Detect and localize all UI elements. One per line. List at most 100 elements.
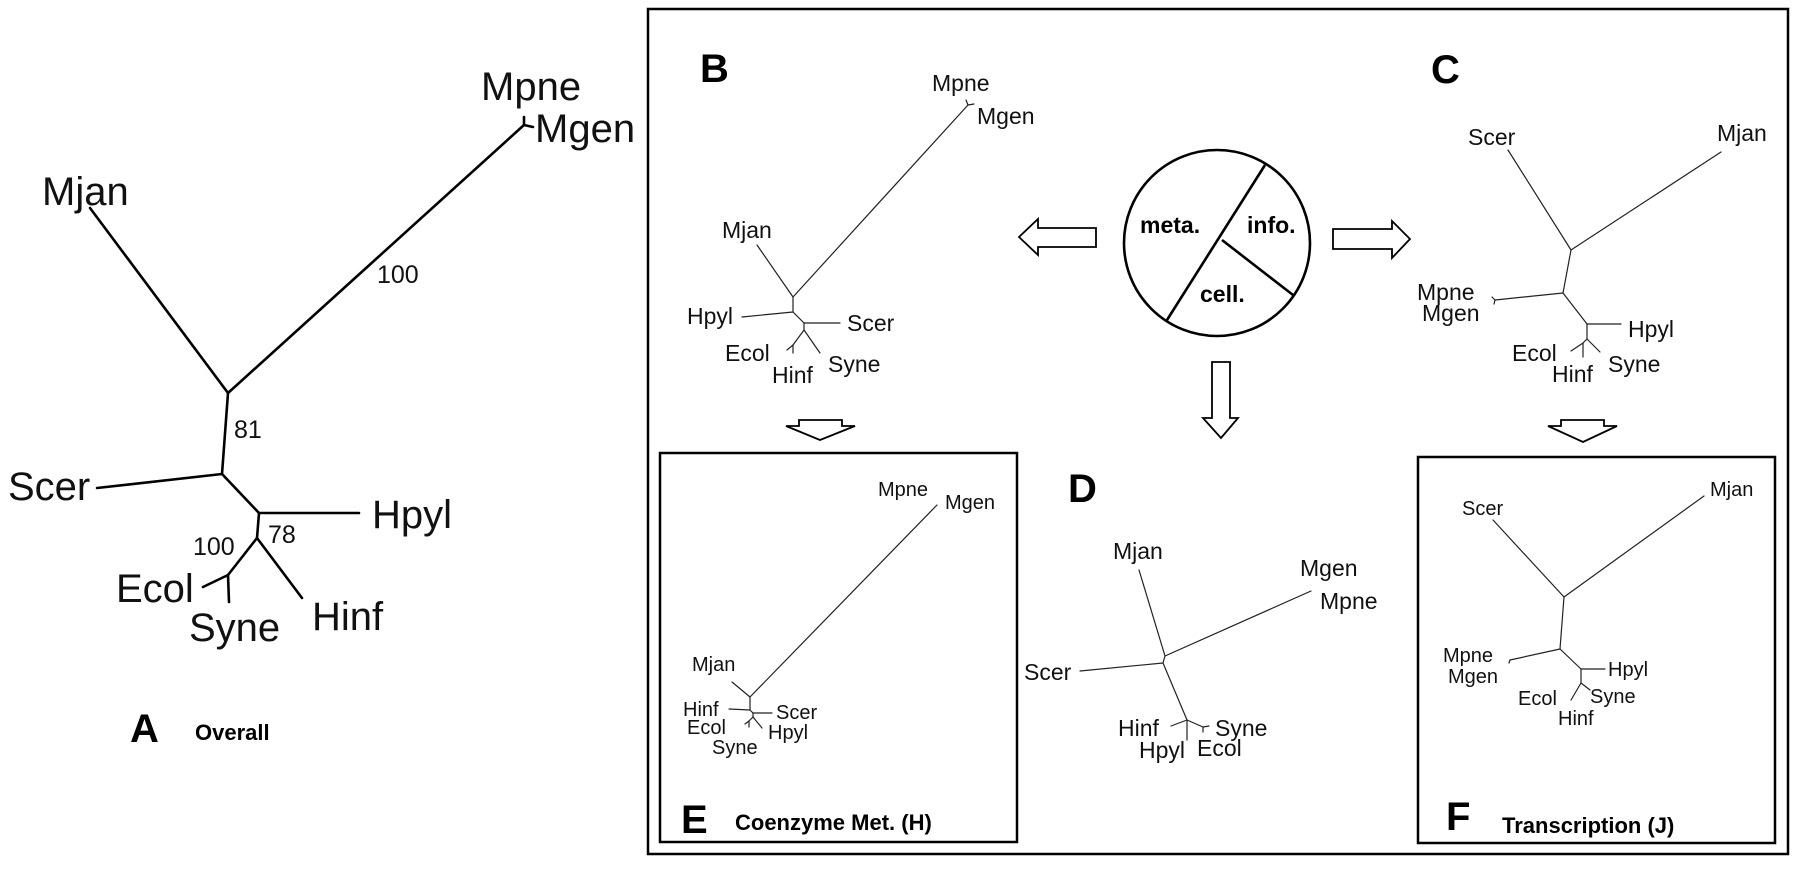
- branch-e-hpyl: [752, 716, 763, 729]
- functional-category-pie: meta. info. cell.: [1122, 148, 1312, 338]
- arrow-down-icon: [1547, 419, 1618, 443]
- taxon-label-mgen: Mgen: [1300, 555, 1358, 581]
- branch-c-mjan: [1570, 151, 1722, 251]
- taxon-label-ecol: Ecol: [1512, 340, 1557, 366]
- taxon-label-mgen: Mgen: [1448, 666, 1498, 688]
- taxon-label-syne: Syne: [1608, 351, 1660, 377]
- taxon-label-ecol: Ecol: [725, 340, 770, 366]
- panel-b-metabolism-tree: B Mpne Mgen Mjan Hpyl Scer Ecol Hinf Syn…: [687, 47, 1035, 388]
- panel-e-coenzyme-tree: Mpne Mgen Mjan Hinf Scer Ecol Hpyl Syne …: [658, 451, 1019, 844]
- taxon-label-mpne: Mpne: [878, 479, 928, 501]
- branch-b-mpne: [965, 99, 969, 106]
- branch-e-mycoplasma: [749, 504, 938, 698]
- panel-a-overall-tree: Mpne Mgen Mjan Scer Hpyl Ecol Syne Hinf …: [8, 65, 635, 751]
- pie-divider: [1221, 238, 1294, 297]
- taxon-label-mjan: Mjan: [42, 170, 129, 214]
- taxon-label-mjan: Mjan: [722, 217, 772, 243]
- branch-a-internal-100: [226, 536, 259, 577]
- branch-a-ecol: [201, 573, 230, 589]
- branch-d-scer: [1079, 662, 1164, 672]
- functional-category-frame: [646, 7, 1790, 856]
- taxon-label-hinf: Hinf: [683, 699, 719, 721]
- taxon-label-hinf: Hinf: [312, 595, 384, 639]
- taxon-label-hpyl: Hpyl: [687, 303, 733, 329]
- taxon-label-scer: Scer: [1468, 124, 1516, 150]
- panel-letter-b: B: [700, 47, 729, 91]
- taxon-label-hinf: Hinf: [1118, 715, 1160, 741]
- branch-a-hinf: [255, 536, 304, 600]
- branch-a-internal: [220, 472, 261, 515]
- branch-d-internal: [1162, 655, 1166, 664]
- branch-b-ecol: [786, 344, 794, 351]
- branch-f-ecol: [1570, 682, 1582, 701]
- panel-caption-a: Overall: [195, 720, 270, 745]
- taxon-label-syne: Syne: [712, 737, 758, 759]
- taxon-label-mjan: Mjan: [1113, 538, 1163, 564]
- branch-a-syne: [226, 573, 231, 604]
- panel-f-transcription-tree: Scer Mjan Mpne Mgen Hpyl Syne Ecol Hinf …: [1416, 455, 1777, 845]
- branch-c-internal: [1562, 292, 1588, 325]
- taxon-label-ecol: Ecol: [1518, 688, 1557, 710]
- taxon-label-mgen: Mgen: [535, 107, 635, 151]
- pie-segment-cellular: cell.: [1200, 281, 1245, 307]
- branch-b-internal: [792, 329, 805, 346]
- panel-letter-d: D: [1068, 467, 1097, 511]
- taxon-label-mpne: Mpne: [1417, 279, 1475, 305]
- taxon-label-hinf: Hinf: [1558, 708, 1594, 730]
- taxon-label-hpyl: Hpyl: [372, 493, 452, 537]
- taxon-label-syne: Syne: [1215, 715, 1267, 741]
- panel-letter-a: A: [130, 707, 159, 751]
- taxon-label-mpne: Mpne: [932, 70, 990, 96]
- taxon-label-mgen: Mgen: [945, 492, 995, 514]
- branch-f-internal: [1559, 648, 1582, 670]
- branch-f-internal: [1559, 596, 1565, 650]
- branch-e-hinf: [728, 708, 751, 711]
- taxon-label-hpyl: Hpyl: [768, 722, 808, 744]
- branch-c-mpne: [1491, 296, 1496, 301]
- branch-c-ecol: [1570, 342, 1584, 352]
- branch-b-syne: [803, 329, 821, 354]
- pie-divider: [1165, 164, 1267, 321]
- taxon-label-ecol: Ecol: [116, 567, 194, 611]
- branch-c-syne: [1586, 338, 1601, 353]
- panel-c-information-tree: C Scer Mjan Mpne Mgen Hpyl Ecol Hinf Syn…: [1417, 48, 1767, 387]
- branch-f-syne: [1580, 682, 1591, 691]
- branch-f-scer: [1492, 519, 1565, 598]
- taxon-label-ecol: Ecol: [1197, 735, 1242, 761]
- branch-f-mjan: [1563, 495, 1705, 598]
- taxon-label-scer: Scer: [1024, 659, 1072, 685]
- branch-b-hpyl: [741, 311, 794, 318]
- branch-c-scer: [1507, 149, 1572, 251]
- bootstrap-value: 100: [377, 261, 419, 289]
- taxon-label-mpne: Mpne: [481, 65, 581, 109]
- branch-d-internal: [1162, 662, 1188, 721]
- branch-a-mycoplasma: [226, 123, 526, 395]
- branch-f-mgen: [1508, 659, 1511, 664]
- branch-d-internal: [1186, 719, 1204, 728]
- branch-d-mycoplasma: [1164, 590, 1312, 657]
- taxon-label-ecol: Ecol: [687, 717, 726, 739]
- branch-e-internal: [749, 709, 754, 714]
- branch-e-mjan: [731, 681, 751, 698]
- taxon-label-hpyl: Hpyl: [1139, 737, 1185, 763]
- branch-d-syne: [1202, 725, 1210, 728]
- panel-caption-e: Coenzyme Met. (H): [735, 810, 932, 835]
- branch-b-mgen: [967, 103, 975, 106]
- taxon-label-scer: Scer: [8, 465, 90, 509]
- bootstrap-value: 78: [268, 521, 296, 549]
- taxon-label-mgen: Mgen: [1422, 300, 1480, 326]
- taxon-label-scer: Scer: [776, 702, 817, 724]
- bootstrap-value: 81: [234, 416, 262, 444]
- taxon-label-syne: Syne: [1590, 686, 1636, 708]
- branch-f-mycoplasma: [1509, 648, 1561, 661]
- branch-a-mgen: [522, 123, 535, 129]
- branch-b-mjan: [756, 244, 794, 298]
- taxon-label-mpne: Mpne: [1443, 645, 1493, 667]
- taxon-label-mjan: Mjan: [1710, 479, 1753, 501]
- branch-a-scer: [95, 472, 224, 490]
- branch-d-mjan: [1138, 569, 1166, 657]
- taxon-label-hpyl: Hpyl: [1608, 659, 1648, 681]
- branch-b-mycoplasma: [792, 104, 969, 298]
- arrow-down-icon: [785, 419, 856, 441]
- taxon-label-hpyl: Hpyl: [1628, 316, 1674, 342]
